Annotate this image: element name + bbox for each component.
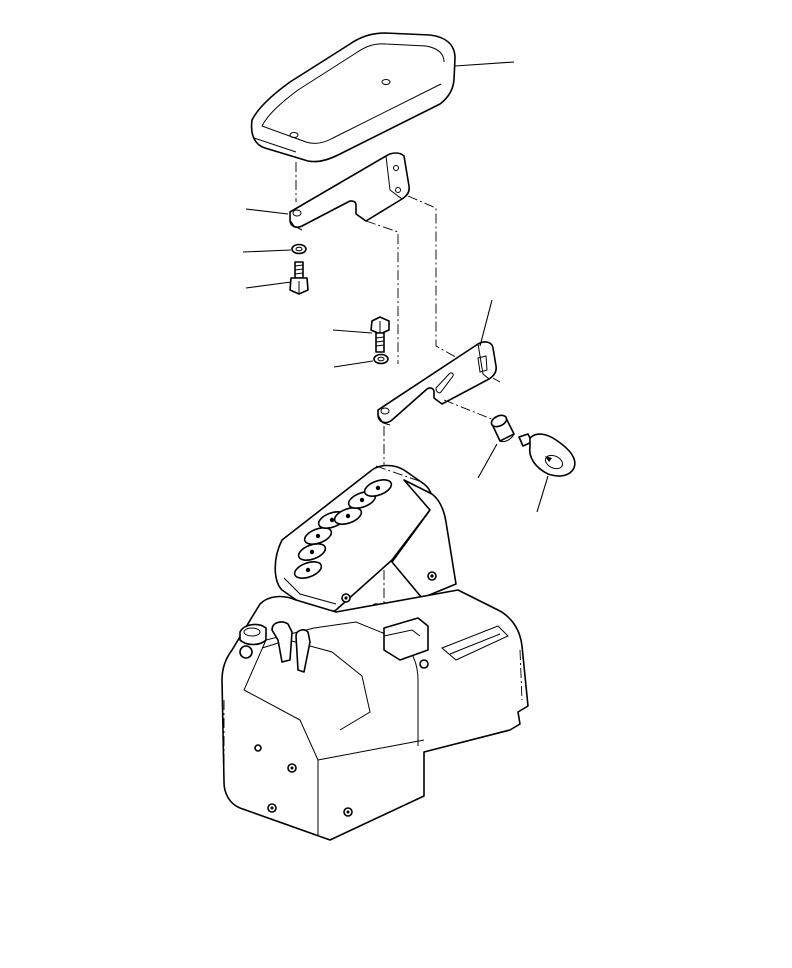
washer-upper xyxy=(291,243,307,255)
alignment-line-upper-bracket xyxy=(365,220,399,364)
alignment-line-lower-bracket xyxy=(443,399,495,421)
lower-bracket xyxy=(377,341,497,426)
knob xyxy=(518,433,576,477)
leader-knob xyxy=(536,475,549,513)
bolt-upper xyxy=(289,261,309,295)
upper-bracket xyxy=(289,152,410,231)
leader-lower-bracket xyxy=(479,299,493,347)
control-console xyxy=(221,464,529,841)
washer-lower xyxy=(373,353,389,365)
spacer-collar xyxy=(490,414,515,443)
bolt-lower xyxy=(370,316,390,353)
switch-group xyxy=(293,479,393,579)
leader-armrest-cushion xyxy=(454,61,515,67)
leader-washer-upper xyxy=(242,249,292,253)
leader-upper-bracket xyxy=(245,208,289,215)
leader-bolt-lower xyxy=(332,329,373,334)
leader-spacer-collar xyxy=(477,443,498,479)
armrest-cushion xyxy=(250,32,456,163)
leader-bolt-upper xyxy=(245,281,292,289)
leader-washer-lower xyxy=(333,360,374,368)
